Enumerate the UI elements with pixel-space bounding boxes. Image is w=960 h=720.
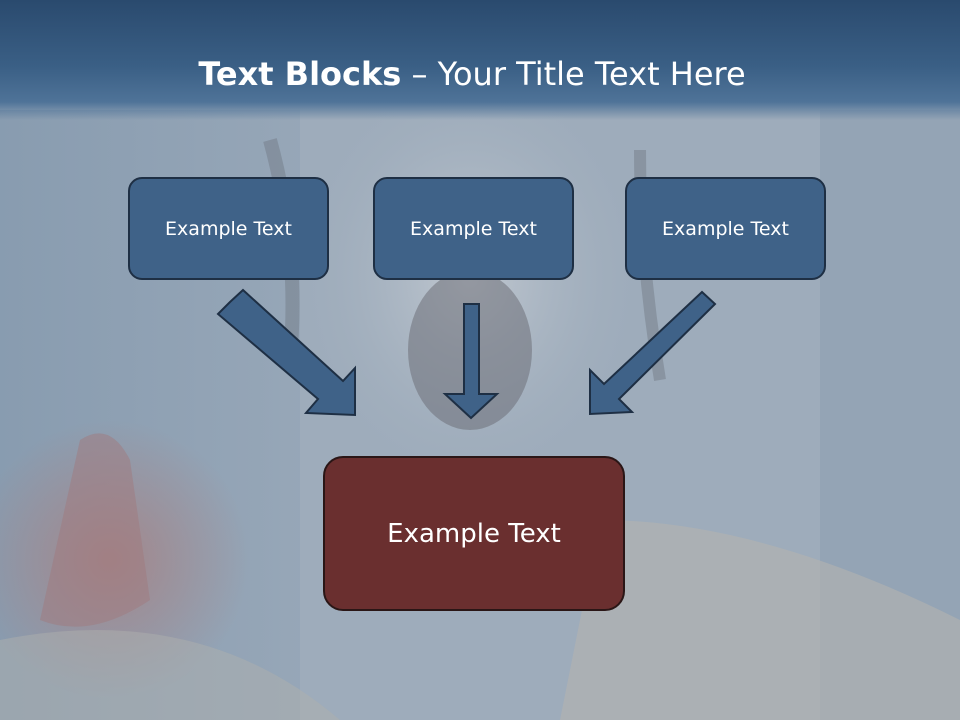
result-block[interactable]: Example Text	[323, 456, 625, 611]
text-block-2[interactable]: Example Text	[373, 177, 574, 280]
title-bold-part: Text Blocks	[198, 55, 402, 93]
text-block-2-label: Example Text	[410, 217, 537, 240]
title-separator: –	[401, 55, 438, 93]
slide-title: Text Blocks – Your Title Text Here	[0, 52, 944, 96]
text-block-3[interactable]: Example Text	[625, 177, 826, 280]
arrow-center-down	[442, 303, 500, 420]
title-rest: Your Title Text Here	[437, 55, 746, 93]
arrow-right-diagonal	[589, 290, 717, 416]
result-block-label: Example Text	[387, 518, 561, 549]
text-block-3-label: Example Text	[662, 217, 789, 240]
text-block-1-label: Example Text	[165, 217, 292, 240]
title-bar	[0, 0, 960, 120]
arrow-left-diagonal	[216, 288, 356, 417]
text-block-1[interactable]: Example Text	[128, 177, 329, 280]
